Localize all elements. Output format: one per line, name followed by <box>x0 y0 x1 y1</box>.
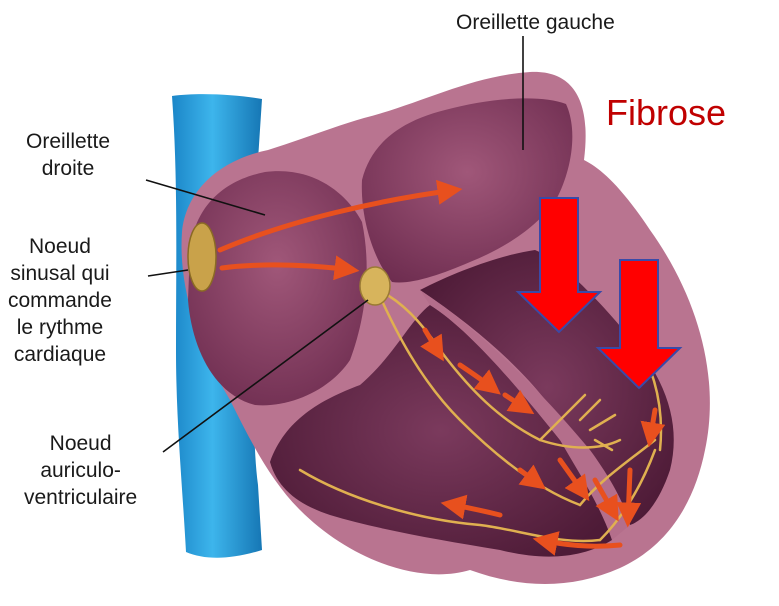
label-av-node: Noeud auriculo- ventriculaire <box>24 430 137 511</box>
label-right-atrium: Oreillette droite <box>26 128 110 182</box>
right-atrium-chamber <box>188 171 367 405</box>
label-fibrose: Fibrose <box>606 92 726 134</box>
label-sinus-node: Noeud sinusal qui commande le rythme car… <box>8 233 112 368</box>
sinus-node <box>188 223 216 291</box>
av-node <box>360 267 390 305</box>
label-left-atrium: Oreillette gauche <box>456 9 615 36</box>
